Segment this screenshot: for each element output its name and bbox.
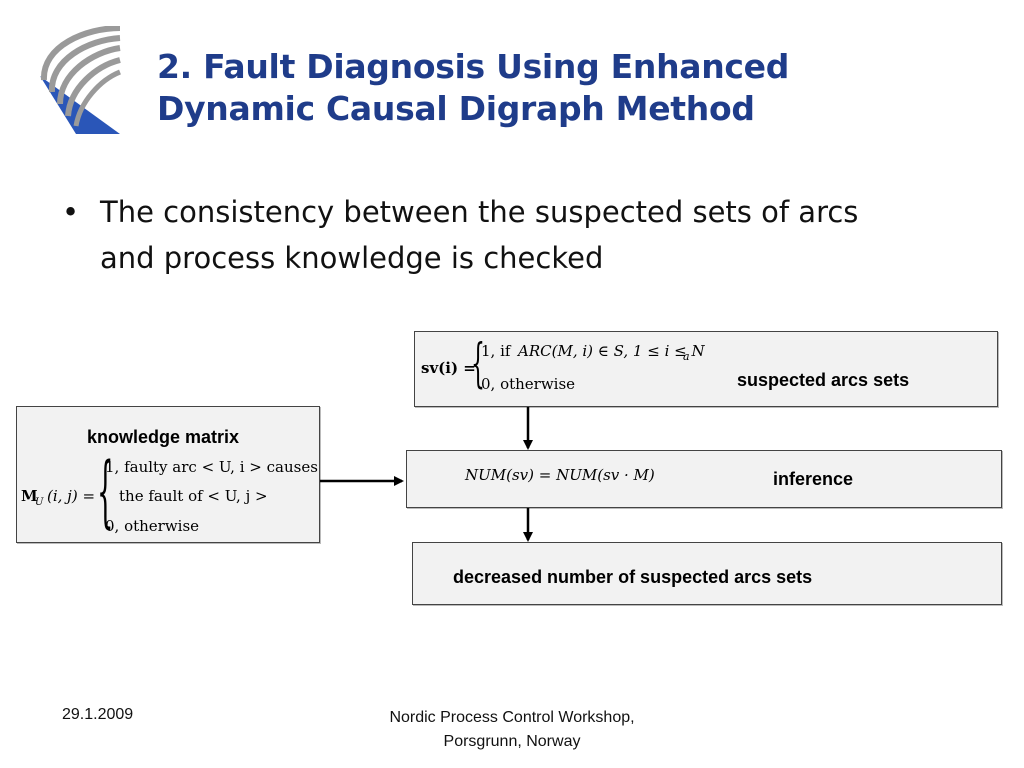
sv-case-1-prefix: 1, if	[481, 342, 511, 360]
decreased-label: decreased number of suspected arcs sets	[453, 567, 813, 587]
mu-brace: {	[97, 449, 114, 539]
suspected-arcs-label: suspected arcs sets	[737, 370, 910, 390]
footer-venue: Nordic Process Control Workshop, Porsgru…	[312, 706, 712, 754]
sv-lhs: sv(i) =	[421, 359, 476, 377]
mu-case-1: 1, faulty arc < U, i > causes	[105, 458, 318, 476]
knowledge-matrix-label: knowledge matrix	[87, 427, 240, 447]
title-line-1: 2. Fault Diagnosis Using Enhanced	[157, 47, 790, 86]
bullet-line-1: The consistency between the suspected se…	[100, 195, 859, 229]
title-line-2: Dynamic Causal Digraph Method	[157, 89, 755, 129]
mu-case-1b: the fault of < U, j >	[119, 487, 268, 505]
num-equation: NUM(sv) = NUM(sv · M)	[465, 466, 655, 484]
suspected-arcs-box: sv(i) = { 1, if ARC(M, i) ∈ S, 1 ≤ i ≤ N…	[414, 331, 998, 407]
footer-venue-line-1: Nordic Process Control Workshop,	[389, 709, 635, 726]
decreased-box: decreased number of suspected arcs sets	[412, 542, 1002, 605]
inference-box: NUM(sv) = NUM(sv · M) inference	[406, 450, 1002, 508]
university-logo	[40, 26, 122, 134]
bullet-line-2: and process knowledge is checked	[100, 240, 604, 275]
bullet-item: • The consistency between the suspected …	[62, 190, 982, 282]
sv-case-2: 0, otherwise	[481, 375, 576, 393]
slide-title: 2. Fault Diagnosis Using Enhanced Dynami…	[157, 46, 977, 130]
sv-case-1-sub: a	[683, 350, 690, 363]
mu-args: (i, j) =	[47, 487, 96, 505]
bullet-dot-icon: •	[62, 195, 80, 229]
mu-lhs: M	[21, 487, 38, 505]
inference-label: inference	[773, 469, 854, 489]
sv-brace: {	[471, 335, 485, 396]
footer-venue-line-2: Porsgrunn, Norway	[443, 733, 581, 750]
mu-sub: U	[35, 497, 44, 508]
knowledge-matrix-box: knowledge matrix M U (i, j) = { 1, fault…	[16, 406, 320, 543]
footer-date: 29.1.2009	[62, 706, 134, 723]
sv-case-1-expr: ARC(M, i) ∈ S, 1 ≤ i ≤ N	[518, 342, 705, 360]
mu-case-2: 0, otherwise	[105, 517, 200, 535]
